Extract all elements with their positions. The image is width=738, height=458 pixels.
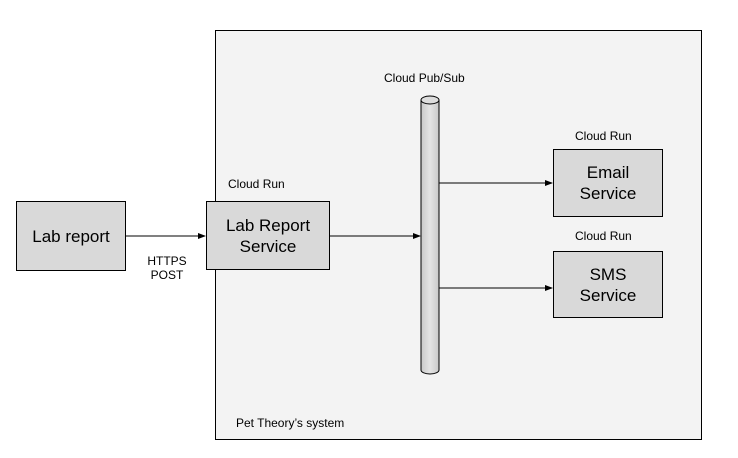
lab-report-service-platform-label: Cloud Run (228, 177, 285, 191)
sms-service-label-line2: Service (579, 285, 637, 305)
email-service-node: Email Service (553, 149, 663, 217)
post-label: POST (150, 268, 184, 282)
https-label: HTTPS (147, 254, 187, 268)
lab-report-node: Lab report (16, 201, 126, 271)
email-service-label-line2: Service (579, 184, 637, 203)
sms-service-platform-label: Cloud Run (575, 229, 632, 243)
email-service-label-line1: Email (586, 163, 630, 182)
system-label: Pet Theory’s system (236, 416, 345, 430)
lab-report-label: Lab report (32, 226, 110, 246)
lab-report-service-node: Lab Report Service (206, 201, 330, 270)
https-post-label: HTTPS POST (127, 254, 207, 282)
lab-report-service-label-line1: Lab Report (225, 215, 311, 235)
pubsub-cylinder (420, 95, 440, 375)
sms-service-label-line1: SMS (589, 264, 627, 284)
email-service-platform-label: Cloud Run (575, 129, 632, 143)
pubsub-label: Cloud Pub/Sub (384, 71, 465, 85)
sms-service-node: SMS Service (553, 251, 663, 318)
lab-report-service-label-line2: Service (239, 236, 297, 256)
